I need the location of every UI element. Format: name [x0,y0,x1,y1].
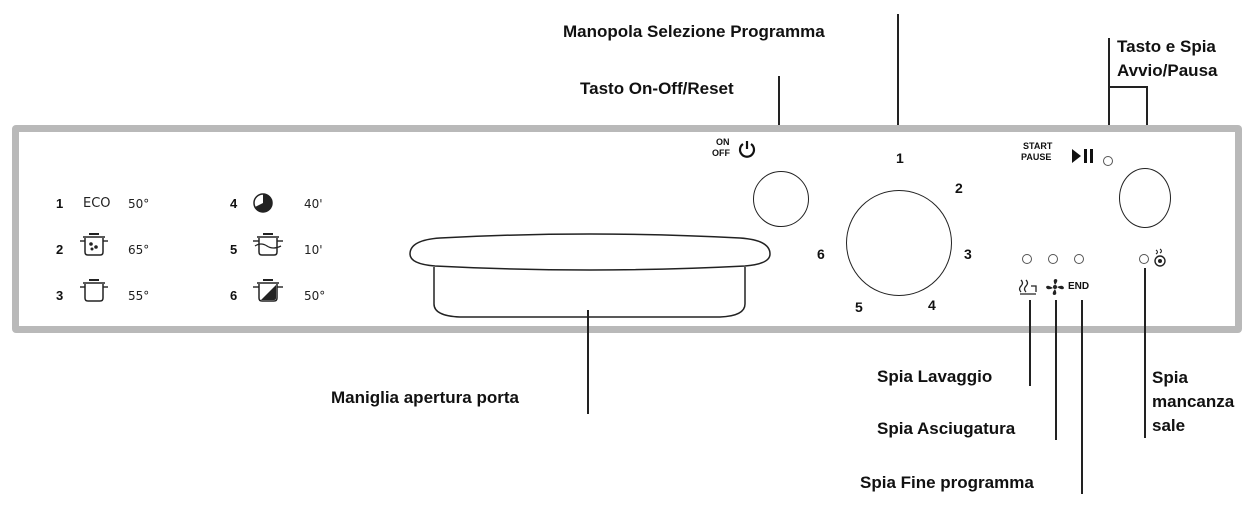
dry-led [1048,254,1058,264]
salt-light-callout-line3: sale [1152,416,1186,435]
play-pause-icon [1072,149,1093,163]
program-3-number: 3 [56,288,64,303]
program-5-number: 5 [230,242,238,257]
wash-led [1022,254,1032,264]
dry-light-leader [1055,300,1057,440]
program-1-number: 1 [56,196,64,211]
program-6-temp: 50° [304,289,326,303]
on-off-reset-button[interactable] [753,171,809,227]
program-6-number: 6 [230,288,238,303]
program-1-eco-label: ECO [83,196,111,211]
end-light-callout: Spia Fine programma [860,473,1034,492]
pause-label: PAUSE [1021,152,1052,162]
dial-number-2: 2 [955,180,963,196]
dial-number-3: 3 [964,246,972,262]
salt-icon [1154,248,1166,267]
wash-icon [1018,279,1037,295]
pot-heavy-icon [80,233,108,256]
wash-light-leader [1029,300,1031,386]
off-label: OFF [712,148,730,158]
door-handle[interactable] [400,233,780,324]
dry-light-callout: Spia Asciugatura [877,419,1016,438]
end-led [1074,254,1084,264]
start-label: START [1023,141,1053,151]
salt-led [1139,254,1149,264]
dial-number-4: 4 [928,297,936,313]
program-knob-callout: Manopola Selezione Programma [563,22,825,41]
program-5-temp: 10' [304,243,323,257]
program-4-number: 4 [230,196,238,211]
end-label: END [1068,281,1090,292]
door-handle-leader [587,310,589,414]
start-pause-callout-line1: Tasto e Spia [1117,37,1216,56]
start-pause-leader-left [1108,38,1110,150]
on-off-callout: Tasto On-Off/Reset [580,79,734,98]
program-1-temp: 50° [128,197,150,211]
prewash-icon [253,233,283,256]
salt-light-leader [1144,268,1146,438]
control-panel [12,125,1242,333]
power-icon [738,141,756,158]
dial-number-1: 1 [896,150,904,166]
door-handle-callout: Maniglia apertura porta [331,388,519,407]
program-3-temp: 55° [128,289,150,303]
program-2-temp: 65° [128,243,150,257]
dial-number-6: 6 [817,246,825,262]
dry-icon [1046,279,1064,295]
program-4-temp: 40' [304,197,323,211]
program-knob-leader [897,14,899,220]
program-selector-knob[interactable] [846,190,952,296]
salt-light-callout-line1: Spia [1152,368,1188,387]
start-pause-led [1103,156,1113,166]
pot-normal-icon [80,279,108,302]
program-2-number: 2 [56,242,64,257]
wash-light-callout: Spia Lavaggio [877,367,993,386]
quick-clock-icon [253,193,273,213]
on-label: ON [716,137,730,147]
dial-number-5: 5 [855,299,863,315]
half-load-icon [253,279,283,302]
end-light-leader [1081,300,1083,494]
start-pause-leader-top [1108,86,1148,88]
start-pause-callout-line2: Avvio/Pausa [1117,61,1218,80]
salt-light-callout-line2: mancanza [1152,392,1235,411]
start-pause-button[interactable] [1119,168,1171,228]
